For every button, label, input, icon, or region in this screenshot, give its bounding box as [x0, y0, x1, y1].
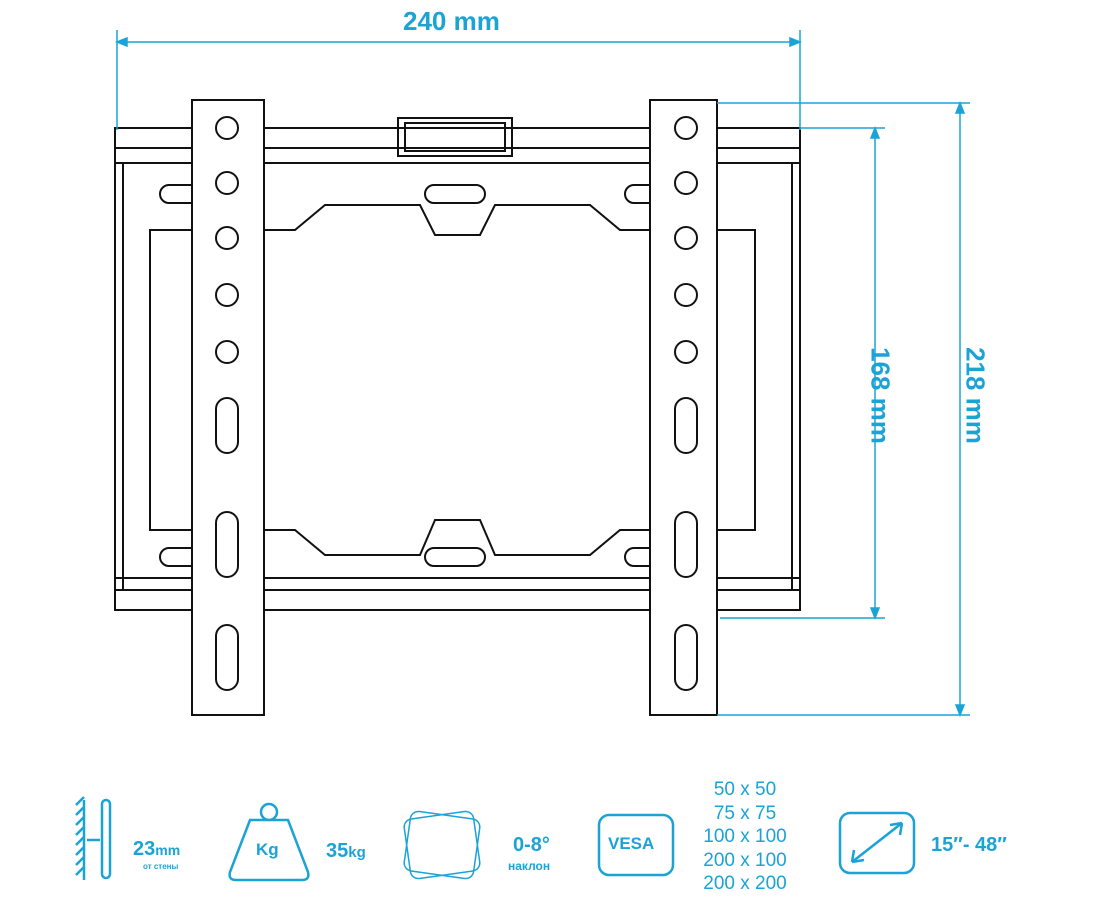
- wall-distance-note: от стены: [143, 862, 179, 871]
- vesa-sizes-list: 50 x 50 75 x 75 100 x 100 200 x 100 200 …: [703, 779, 787, 894]
- right-bracket: [649, 99, 718, 716]
- left-bracket: [191, 99, 265, 716]
- vesa-icon-label: VESA: [608, 834, 655, 853]
- outer-height-label: 218 mm: [960, 347, 991, 444]
- wall-distance-icon: [75, 796, 112, 880]
- vesa-icon: [597, 813, 675, 877]
- weight-value: 35kg: [326, 840, 366, 862]
- width-dimension-label: 240 mm: [403, 6, 500, 36]
- wall-distance-value: 23mm: [133, 838, 181, 860]
- inner-height-label: 168 mm: [865, 347, 896, 444]
- screen-size-icon: [838, 811, 916, 875]
- spec-icons: [75, 796, 916, 882]
- screen-size-value: 15″- 48″: [931, 834, 1007, 856]
- weight-icon-label: Kg: [256, 840, 279, 859]
- tilt-icon: [403, 810, 481, 880]
- tilt-note: наклон: [508, 859, 551, 873]
- tilt-value: 0-8°: [513, 834, 550, 856]
- dimension-lines: [114, 30, 970, 718]
- top-handle: [397, 117, 513, 157]
- weight-icon: [228, 802, 310, 882]
